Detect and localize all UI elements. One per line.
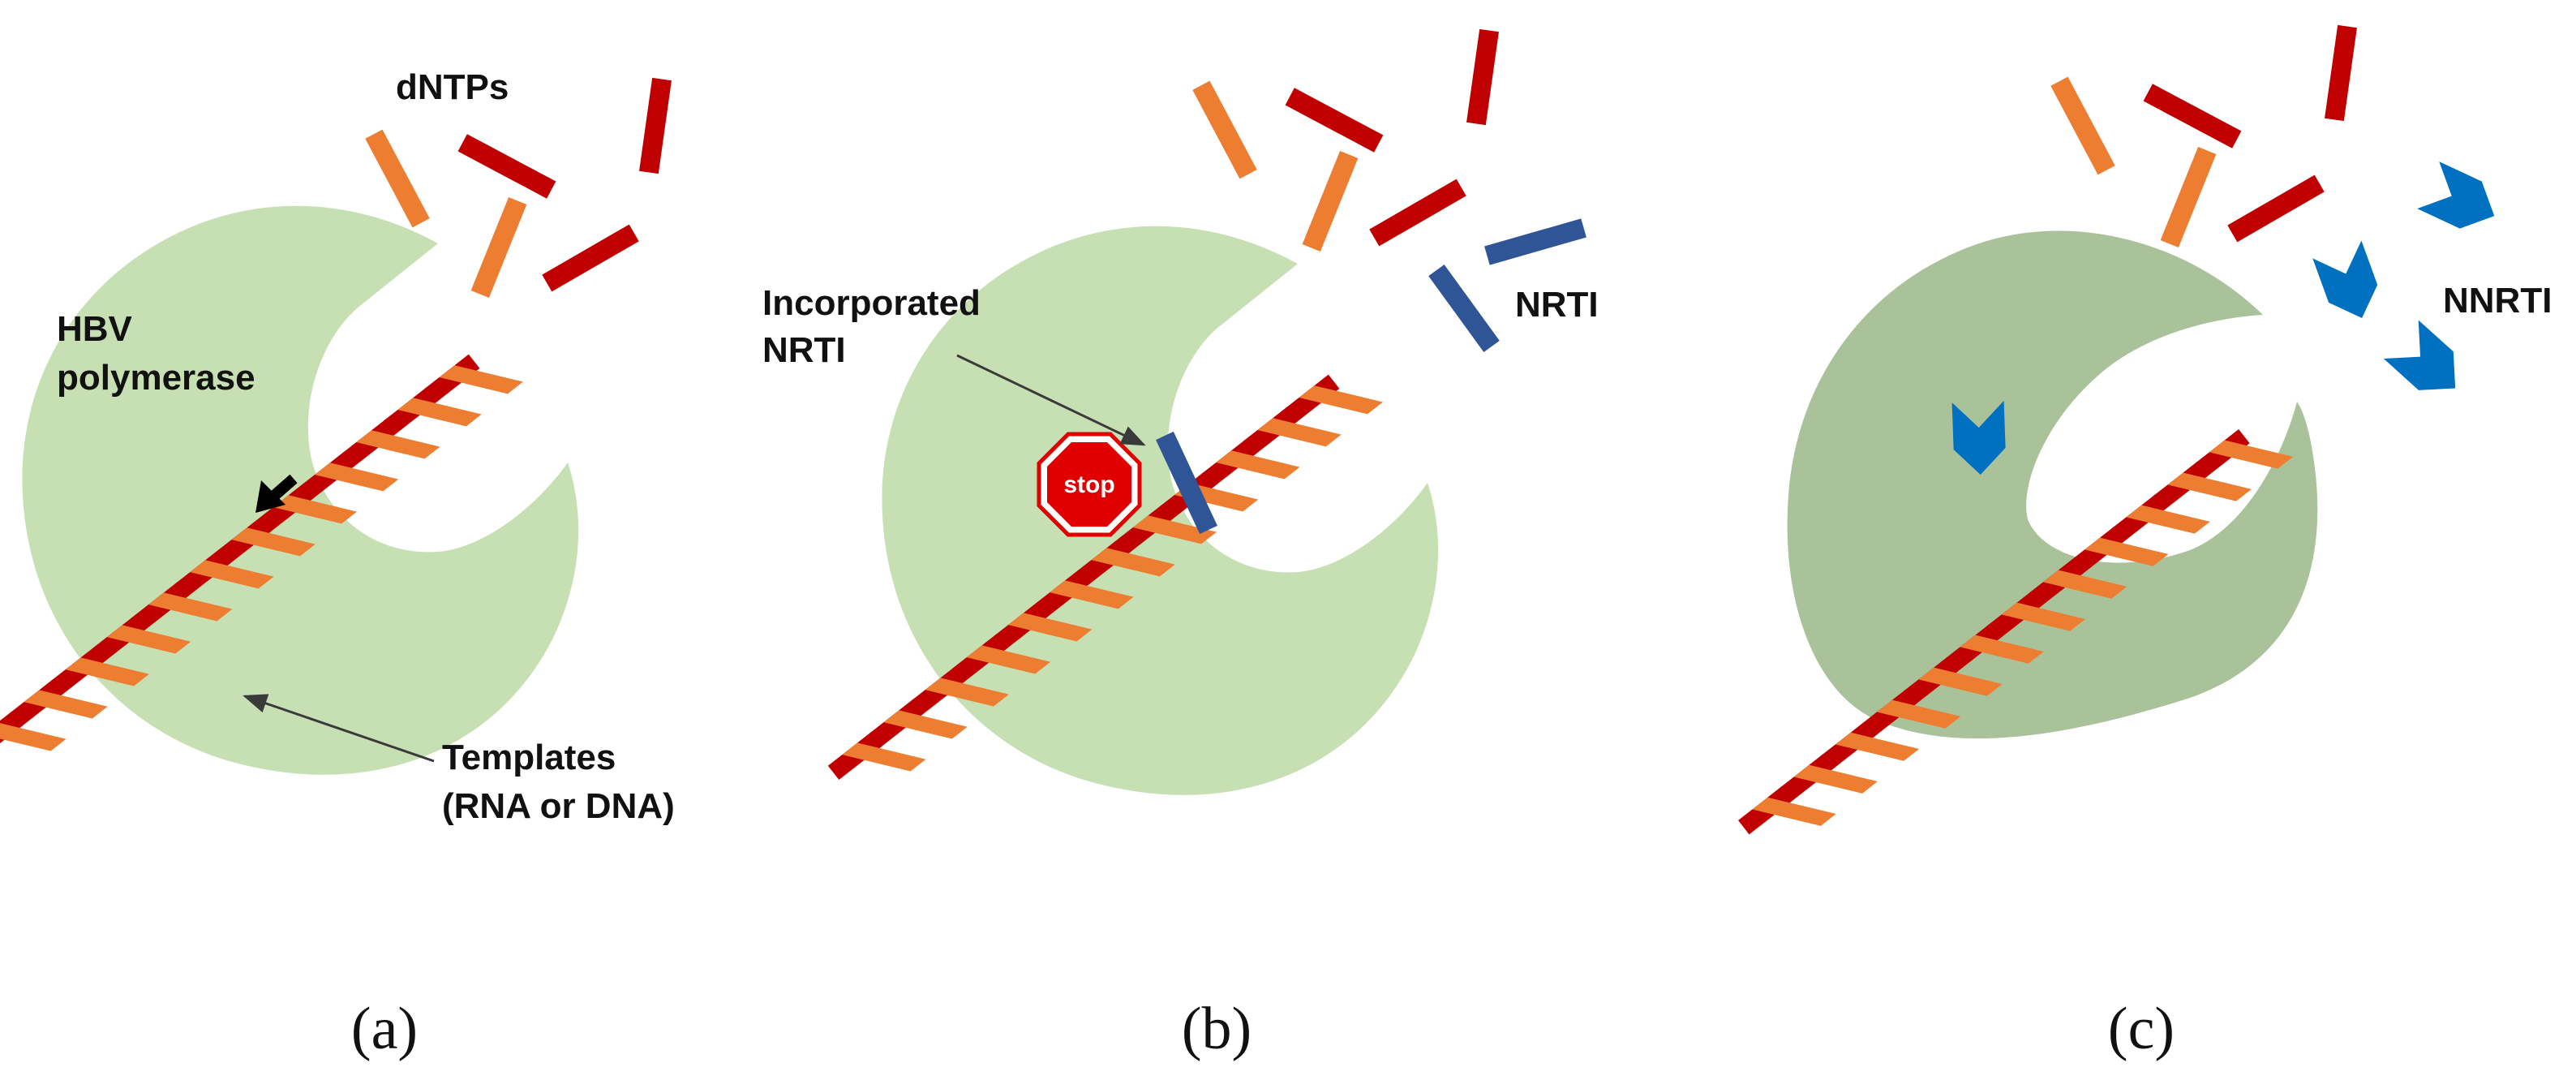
incorporated-label-line2: NRTI [762, 330, 846, 370]
stop-sign-icon: stop [1037, 432, 1142, 537]
dntps-label: dNTPs [396, 67, 509, 107]
panel-c: NNRTI (c) [1738, 24, 2552, 1062]
panel-b: stop Incorporated NRTI NRTI (b) [762, 28, 1599, 1062]
helix-a [0, 354, 523, 760]
dntp-pieces-b [1192, 28, 1499, 252]
templates-label-line2: (RNA or DNA) [442, 786, 675, 826]
helix-c [1738, 428, 2294, 835]
nrti-label: NRTI [1515, 285, 1599, 325]
templates-pointer [243, 694, 435, 763]
polymerase-label-line2: polymerase [57, 358, 255, 398]
caption-a: (a) [351, 996, 418, 1062]
incorporated-pointer [956, 354, 1146, 446]
helix-b [827, 374, 1383, 781]
polymerase-shape [1787, 230, 2318, 739]
incorporated-label-line1: Incorporated [762, 283, 981, 323]
panel-a: dNTPs HBV polymerase Templates (RNA or D… [0, 67, 675, 1062]
stop-sign-label: stop [1063, 471, 1114, 498]
templates-label-line1: Templates [442, 738, 616, 777]
incorporated-nrti [1156, 431, 1217, 535]
arrow-icon [255, 474, 298, 513]
nrti-pieces [1428, 218, 1586, 352]
caption-b: (b) [1182, 996, 1252, 1062]
nnrti-label: NNRTI [2443, 281, 2552, 321]
caption-c: (c) [2108, 996, 2175, 1062]
dntp-pieces-c [2050, 24, 2357, 247]
dntp-pieces-a [365, 77, 672, 298]
polymerase-label-line1: HBV [57, 309, 133, 349]
